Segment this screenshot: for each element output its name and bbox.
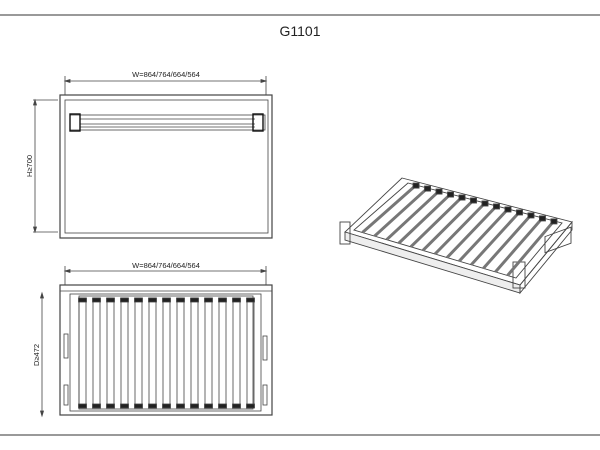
iso-slat	[397, 192, 452, 245]
slat-clip	[190, 403, 199, 409]
slat	[190, 297, 199, 408]
iso-slat	[433, 201, 487, 256]
iso-slats	[361, 182, 558, 277]
slat-clip	[162, 297, 171, 303]
slats	[78, 297, 255, 409]
slat-clip	[232, 297, 241, 303]
slat-clip	[218, 297, 227, 303]
iso-slat-clip	[516, 209, 523, 216]
slat-clip	[176, 403, 185, 409]
iso-slat-clip	[412, 182, 420, 189]
slat-clip	[148, 403, 157, 409]
front-width-label: W=864/764/664/564	[132, 70, 200, 79]
iso-slat-clip	[481, 200, 489, 207]
iso-slat-clip	[527, 212, 535, 219]
top-depth-label: D≥472	[32, 344, 41, 366]
iso-slat	[446, 204, 498, 259]
slat	[120, 297, 129, 408]
slat	[78, 297, 87, 408]
slat	[218, 297, 227, 408]
slat-clip	[204, 403, 213, 409]
slat-clip	[232, 403, 241, 409]
iso-slat	[482, 213, 533, 270]
slat-clip	[246, 297, 255, 303]
slat	[204, 297, 213, 408]
slat-clip	[148, 297, 157, 303]
slat	[134, 297, 143, 408]
cabinet-outline	[59, 284, 273, 416]
left-runner-front	[339, 221, 351, 245]
slat	[162, 297, 171, 408]
iso-slat	[373, 186, 429, 238]
slat-clip	[134, 297, 143, 303]
slat-clip	[106, 297, 115, 303]
iso-slat	[385, 189, 441, 241]
iso-slat	[458, 207, 510, 263]
slat-clip	[92, 297, 101, 303]
iso-slat	[506, 219, 556, 277]
isometric-basket-view	[339, 177, 573, 295]
iso-slat	[421, 198, 475, 252]
iso-slat-clip	[539, 215, 546, 222]
cabinet-outline	[59, 94, 273, 239]
slat-clip	[204, 297, 213, 303]
iso-slat-clip	[435, 188, 443, 195]
basket-front-bar	[69, 114, 266, 131]
iso-slat-clip	[504, 206, 512, 213]
slat-clip	[78, 403, 87, 409]
slat	[106, 297, 115, 408]
slat	[232, 297, 241, 408]
iso-slat-clip	[470, 197, 477, 204]
slat	[176, 297, 185, 408]
iso-slat	[361, 183, 418, 234]
front-height-label: H≥700	[25, 155, 34, 177]
slat-clip	[92, 403, 101, 409]
slat-clip	[218, 403, 227, 409]
slat-clip	[120, 403, 129, 409]
iso-slat	[409, 195, 464, 248]
slat-clip	[190, 297, 199, 303]
basket-frame	[69, 293, 262, 412]
iso-slat	[470, 210, 521, 266]
iso-slat-clip	[493, 203, 500, 210]
slat-clip	[134, 403, 143, 409]
iso-slat-clip	[424, 185, 431, 192]
iso-slat-clip	[458, 194, 466, 201]
iso-slat	[494, 216, 544, 273]
right-bracket	[252, 113, 264, 132]
iso-slat-clip	[447, 191, 454, 198]
cabinet-inner	[64, 99, 269, 234]
slat-clip	[176, 297, 185, 303]
slat-clip	[78, 297, 87, 303]
slat-clip	[162, 403, 171, 409]
top-view	[39, 266, 273, 418]
slat-clip	[120, 297, 129, 303]
top-width-label: W=864/764/664/564	[132, 261, 200, 270]
slat-clip	[246, 403, 255, 409]
front-view	[32, 76, 273, 239]
left-bracket	[69, 113, 81, 132]
iso-slat-clip	[550, 218, 558, 225]
slat	[92, 297, 101, 408]
drawing-title: G1101	[280, 23, 321, 39]
slat-clip	[106, 403, 115, 409]
slat	[148, 297, 157, 408]
